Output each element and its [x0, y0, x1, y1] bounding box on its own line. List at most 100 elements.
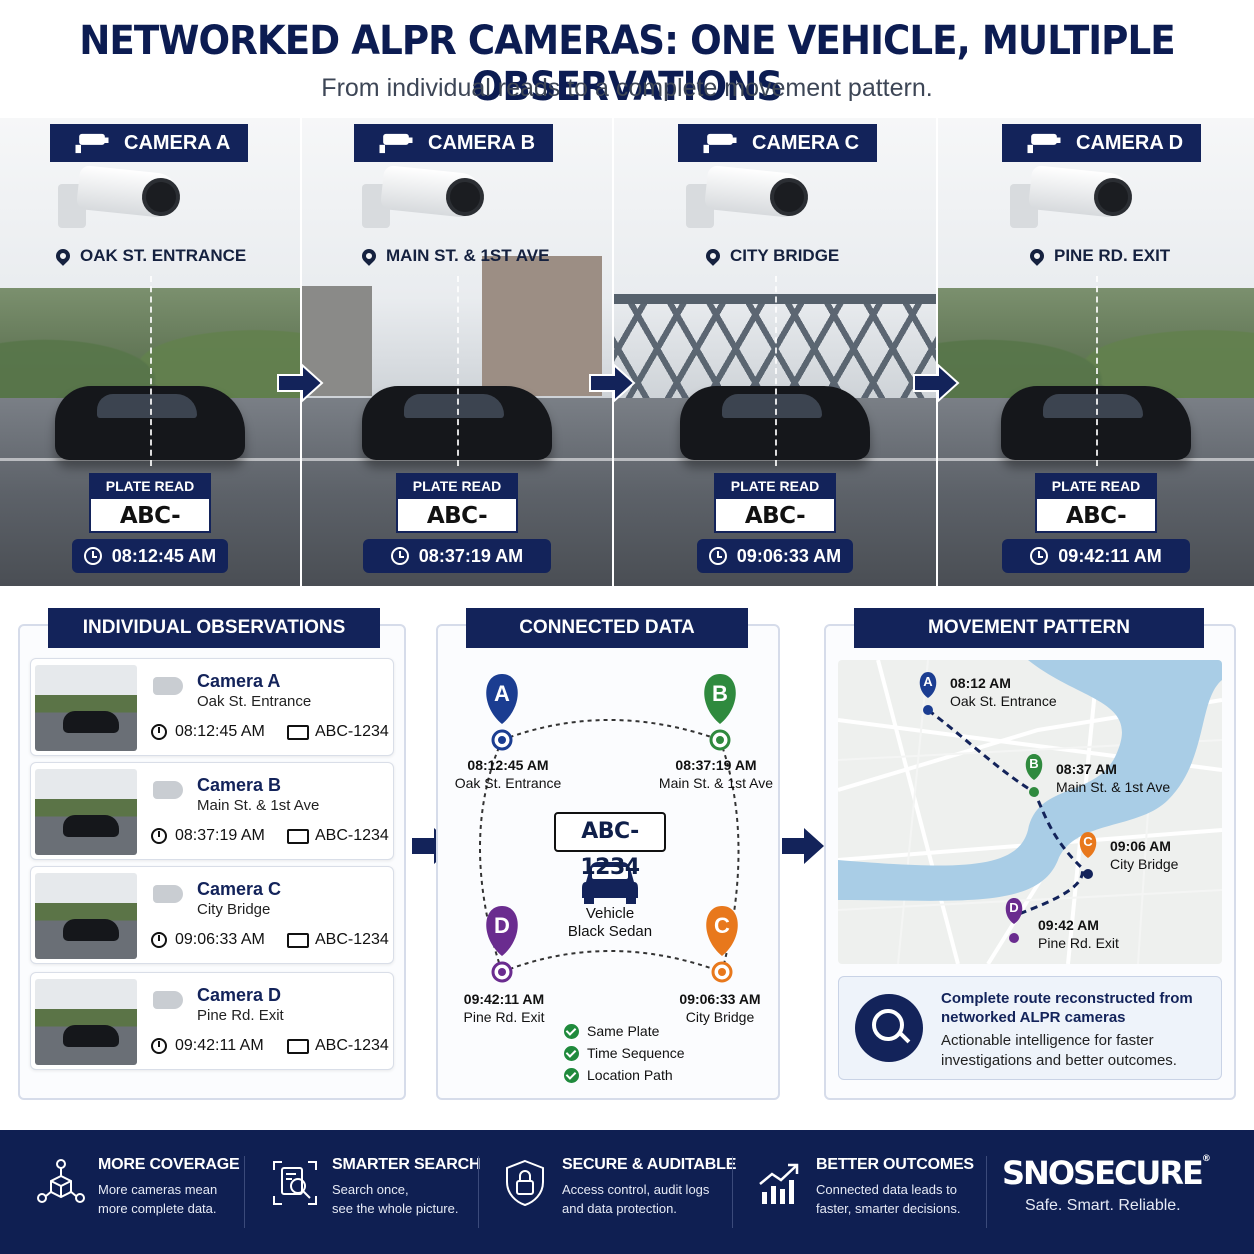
observation-item[interactable]: Camera C City Bridge 09:06:33 AM ABC-123…	[30, 866, 394, 964]
security-camera-icon	[1027, 133, 1061, 154]
camera-badge: CAMERA C	[678, 124, 878, 162]
camera-panel-d: CAMERA D PINE RD. EXIT PLATE READABC-123…	[938, 118, 1254, 586]
clock-icon	[151, 724, 167, 740]
route-summary-text: Actionable intelligence for faster inves…	[941, 1032, 1177, 1069]
security-camera-icon	[153, 991, 183, 1009]
observation-plate: ABC-1234	[287, 723, 389, 741]
map-marker-b: B	[1029, 756, 1039, 771]
arrow-right-icon	[782, 828, 824, 864]
node-marker-c[interactable]	[706, 906, 738, 983]
clock-icon	[151, 932, 167, 948]
route-summary: Complete route reconstructed from networ…	[838, 976, 1222, 1080]
connected-data-heading: CONNECTED DATA	[466, 608, 748, 648]
location-label: OAK ST. ENTRANCE	[53, 246, 246, 266]
page-subtitle: From individual reads to a complete move…	[321, 74, 933, 102]
node-marker-a[interactable]	[486, 674, 518, 751]
camera-device-image	[686, 164, 810, 232]
connection-diagram	[479, 674, 740, 983]
camera-name: CAMERA A	[124, 131, 231, 154]
check-circle-icon	[564, 1067, 579, 1083]
brand-tagline: Safe. Smart. Reliable.	[1025, 1197, 1181, 1214]
clock-icon	[1030, 547, 1049, 565]
camera-name: CAMERA D	[1076, 131, 1184, 154]
map-marker-a: A	[923, 674, 933, 689]
node-letter-a: A	[494, 681, 510, 706]
observation-thumbnail	[35, 979, 137, 1065]
observation-time: 08:37:19 AM	[151, 827, 265, 845]
observation-camera: Camera A	[197, 671, 281, 691]
observation-item[interactable]: Camera B Main St. & 1st Ave 08:37:19 AM …	[30, 762, 394, 860]
observation-item[interactable]: Camera D Pine Rd. Exit 09:42:11 AM ABC-1…	[30, 972, 394, 1070]
arrow-right-icon	[913, 363, 960, 403]
magnifier-icon	[855, 994, 923, 1062]
check-item: Time Sequence	[564, 1042, 685, 1064]
timestamp: 09:42:11 AM	[1002, 539, 1190, 573]
node-letter-d: D	[494, 913, 510, 938]
check-circle-icon	[564, 1045, 579, 1061]
network-cube-icon	[37, 1159, 85, 1203]
car-icon	[582, 862, 638, 904]
check-item: Same Plate	[564, 1020, 685, 1042]
observation-camera: Camera C	[197, 879, 282, 899]
node-marker-d[interactable]	[486, 906, 518, 983]
map-pin-icon	[359, 246, 379, 266]
map-pin-icon	[53, 246, 73, 266]
observation-thumbnail	[35, 769, 137, 855]
growth-chart-icon	[759, 1163, 799, 1204]
camera-device-image	[1010, 164, 1134, 232]
observation-plate: ABC-1234	[287, 827, 389, 845]
timestamp: 08:37:19 AM	[363, 539, 551, 573]
timestamp: 08:12:45 AM	[72, 539, 228, 573]
observation-plate: ABC-1234	[287, 931, 389, 949]
node-marker-b[interactable]	[704, 674, 736, 751]
observation-item[interactable]: Camera A Oak St. Entrance 08:12:45 AM AB…	[30, 658, 394, 756]
observation-plate: ABC-1234	[287, 1037, 389, 1055]
shield-lock-icon	[506, 1159, 544, 1207]
observation-location: Oak St. Entrance	[197, 693, 312, 710]
observation-camera: Camera D	[197, 985, 282, 1005]
map-canvas	[838, 660, 1222, 964]
map-marker-c: C	[1083, 834, 1093, 849]
security-camera-icon	[75, 133, 109, 154]
license-plate-icon	[287, 1038, 309, 1054]
observations-heading: INDIVIDUAL OBSERVATIONS	[48, 608, 380, 648]
security-camera-icon	[379, 133, 413, 154]
observation-time: 09:42:11 AM	[151, 1037, 264, 1055]
brand-logo: SNOSECURE®	[1002, 1154, 1211, 1192]
observation-thumbnail	[35, 873, 137, 959]
map-marker-d: D	[1009, 900, 1019, 915]
camera-name: CAMERA C	[752, 131, 860, 154]
clock-icon	[708, 547, 727, 565]
license-plate-icon	[287, 724, 309, 740]
location-label: CITY BRIDGE	[703, 246, 839, 266]
security-camera-icon	[153, 885, 183, 903]
clock-icon	[151, 1038, 167, 1054]
page-title: NETWORKED ALPR CAMERAS: ONE VEHICLE, MUL…	[79, 18, 1175, 110]
observation-location: Pine Rd. Exit	[197, 1007, 284, 1024]
observation-location: City Bridge	[197, 901, 271, 918]
node-letter-b: B	[712, 681, 728, 706]
clock-icon	[151, 828, 167, 844]
node-letter-c: C	[714, 913, 730, 938]
observation-time: 08:12:45 AM	[151, 723, 265, 741]
observation-camera: Camera B	[197, 775, 282, 795]
check-item: Location Path	[564, 1064, 685, 1086]
search-document-icon	[273, 1161, 317, 1205]
route-summary-heading: Complete route reconstructed from networ…	[941, 990, 1193, 1026]
security-camera-icon	[153, 677, 183, 695]
camera-name: CAMERA B	[428, 131, 536, 154]
movement-heading: MOVEMENT PATTERN	[854, 608, 1204, 648]
